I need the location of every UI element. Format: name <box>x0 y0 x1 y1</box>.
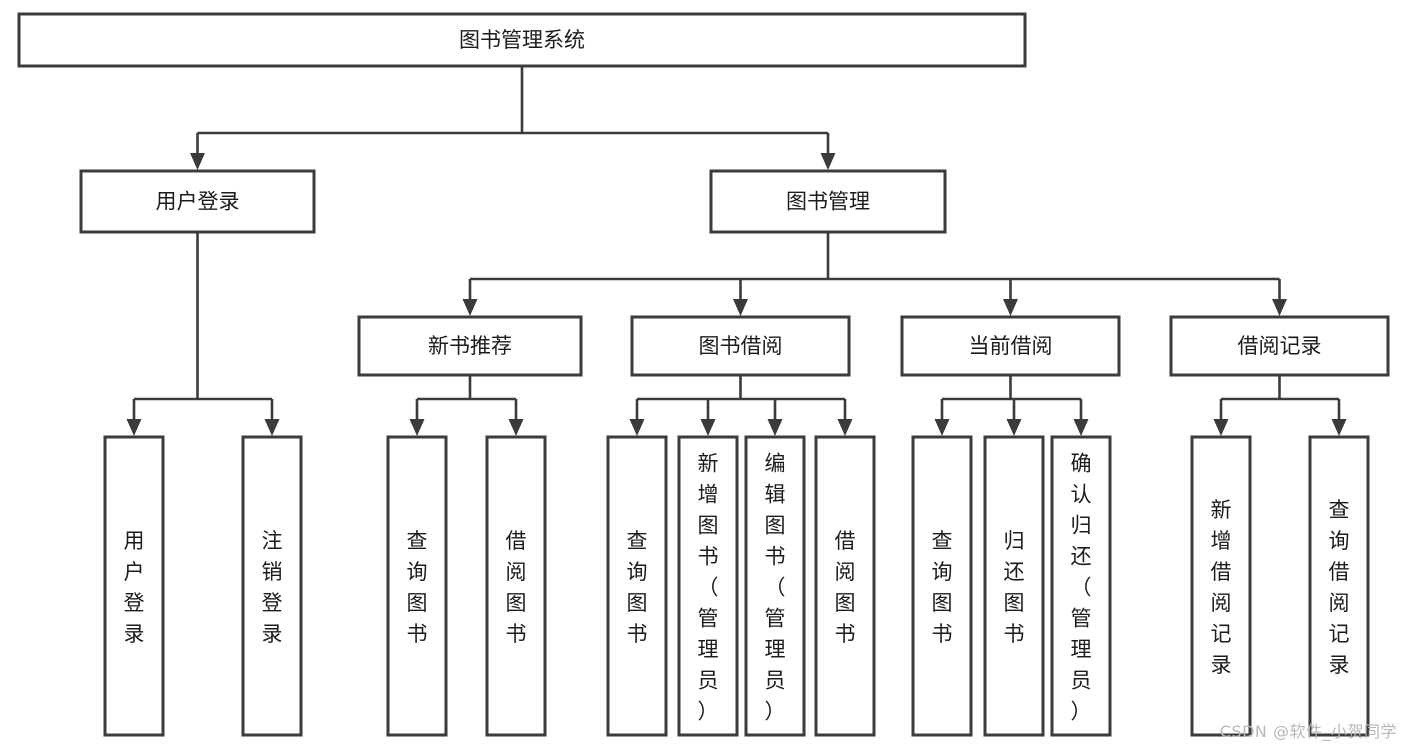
node-layer: 图书管理系统用户登录图书管理新书推荐图书借阅当前借阅借阅记录用户登录注销登录查询… <box>17 12 1390 737</box>
node-label: 新增图书（管理员） <box>698 452 719 724</box>
arrow-head-icon <box>820 153 836 170</box>
arrow-head-icon <box>190 153 205 170</box>
node-book-mgmt[interactable]: 图书管理 <box>709 169 947 234</box>
node-label: 查询借阅记录 <box>1329 498 1350 677</box>
node-box <box>17 12 1027 68</box>
node-box <box>911 435 973 737</box>
node-borrow-record[interactable]: 借阅记录 <box>1169 315 1390 377</box>
node-box <box>606 435 668 737</box>
connector-group-root <box>190 66 836 170</box>
node-root[interactable]: 图书管理系统 <box>17 12 1027 68</box>
node-new-book-rec[interactable]: 新书推荐 <box>357 315 583 377</box>
arrow-head-icon <box>409 419 425 436</box>
node-box <box>900 315 1121 377</box>
arrow-head-icon <box>1213 419 1229 436</box>
node-label: 借阅记录 <box>1238 334 1322 358</box>
node-leaf-query-book-cur[interactable]: 查询图书 <box>911 435 973 737</box>
node-label: 用户登录 <box>156 190 240 214</box>
arrow-head-icon <box>1073 419 1089 436</box>
node-box <box>744 435 806 737</box>
node-label: 编辑图书（管理员） <box>765 452 786 724</box>
arrow-head-icon <box>1003 299 1018 316</box>
node-label: 查询图书 <box>932 529 953 646</box>
node-leaf-confirm-return[interactable]: 确认归还（管理员） <box>1050 435 1112 737</box>
arrow-head-icon <box>508 419 524 436</box>
node-box <box>357 315 583 377</box>
node-label: 图书管理 <box>786 190 870 214</box>
node-leaf-borrow-book[interactable]: 借阅图书 <box>814 435 876 737</box>
node-label: 图书借阅 <box>699 334 783 358</box>
node-label: 归还图书 <box>1004 529 1025 646</box>
node-label: 查询图书 <box>627 529 648 646</box>
node-leaf-borrow-book-rec[interactable]: 借阅图书 <box>485 435 547 737</box>
node-label: 图书管理系统 <box>459 28 585 52</box>
arrow-head-icon <box>1006 419 1022 436</box>
arrow-head-icon <box>629 419 645 436</box>
connector-group-book-mgmt <box>462 232 1287 316</box>
node-box <box>1190 435 1252 737</box>
arrow-head-icon <box>700 419 716 436</box>
node-book-borrow[interactable]: 图书借阅 <box>630 315 851 377</box>
connector-group-borrow-record <box>1213 375 1347 436</box>
node-label: 新增借阅记录 <box>1211 498 1232 677</box>
node-leaf-edit-book[interactable]: 编辑图书（管理员） <box>744 435 806 737</box>
node-label: 确认归还（管理员） <box>1071 452 1092 724</box>
node-label: 注销登录 <box>262 529 283 646</box>
node-current-borrow[interactable]: 当前借阅 <box>900 315 1121 377</box>
connector-group-current-borrow <box>934 375 1089 436</box>
node-label: 新书推荐 <box>428 334 512 358</box>
node-box <box>386 435 448 737</box>
node-box <box>103 435 165 737</box>
arrow-head-icon <box>264 419 280 436</box>
node-leaf-return-book[interactable]: 归还图书 <box>983 435 1045 737</box>
node-label: 用户登录 <box>124 529 145 646</box>
arrow-head-icon <box>1272 299 1287 316</box>
node-box <box>983 435 1045 737</box>
node-leaf-logout[interactable]: 注销登录 <box>241 435 303 737</box>
arrow-head-icon <box>1331 419 1347 436</box>
node-label: 当前借阅 <box>969 334 1053 358</box>
node-box <box>630 315 851 377</box>
arrow-head-icon <box>733 299 748 316</box>
node-box <box>485 435 547 737</box>
node-user-login[interactable]: 用户登录 <box>79 169 316 234</box>
node-box <box>814 435 876 737</box>
node-box <box>1169 315 1390 377</box>
arrow-head-icon <box>462 299 478 316</box>
arrow-head-icon <box>126 419 142 436</box>
node-box <box>79 169 316 234</box>
node-box <box>1308 435 1370 737</box>
node-label: 借阅图书 <box>835 529 856 646</box>
node-label: 查询图书 <box>407 529 428 646</box>
node-box <box>709 169 947 234</box>
node-leaf-add-book[interactable]: 新增图书（管理员） <box>677 435 739 737</box>
node-leaf-query-book-borrow[interactable]: 查询图书 <box>606 435 668 737</box>
node-box <box>1050 435 1112 737</box>
connector-group-book-borrow <box>629 375 853 436</box>
node-label: 借阅图书 <box>506 529 527 646</box>
connector-group-user-login <box>126 232 280 436</box>
node-box <box>677 435 739 737</box>
connector-layer <box>126 66 1347 436</box>
node-leaf-query-record[interactable]: 查询借阅记录 <box>1308 435 1370 737</box>
connector-group-new-book-rec <box>409 375 524 436</box>
node-box <box>241 435 303 737</box>
arrow-head-icon <box>837 419 853 436</box>
node-leaf-add-record[interactable]: 新增借阅记录 <box>1190 435 1252 737</box>
arrow-head-icon <box>767 419 783 436</box>
node-leaf-user-login[interactable]: 用户登录 <box>103 435 165 737</box>
arrow-head-icon <box>934 419 950 436</box>
node-leaf-query-book-rec[interactable]: 查询图书 <box>386 435 448 737</box>
